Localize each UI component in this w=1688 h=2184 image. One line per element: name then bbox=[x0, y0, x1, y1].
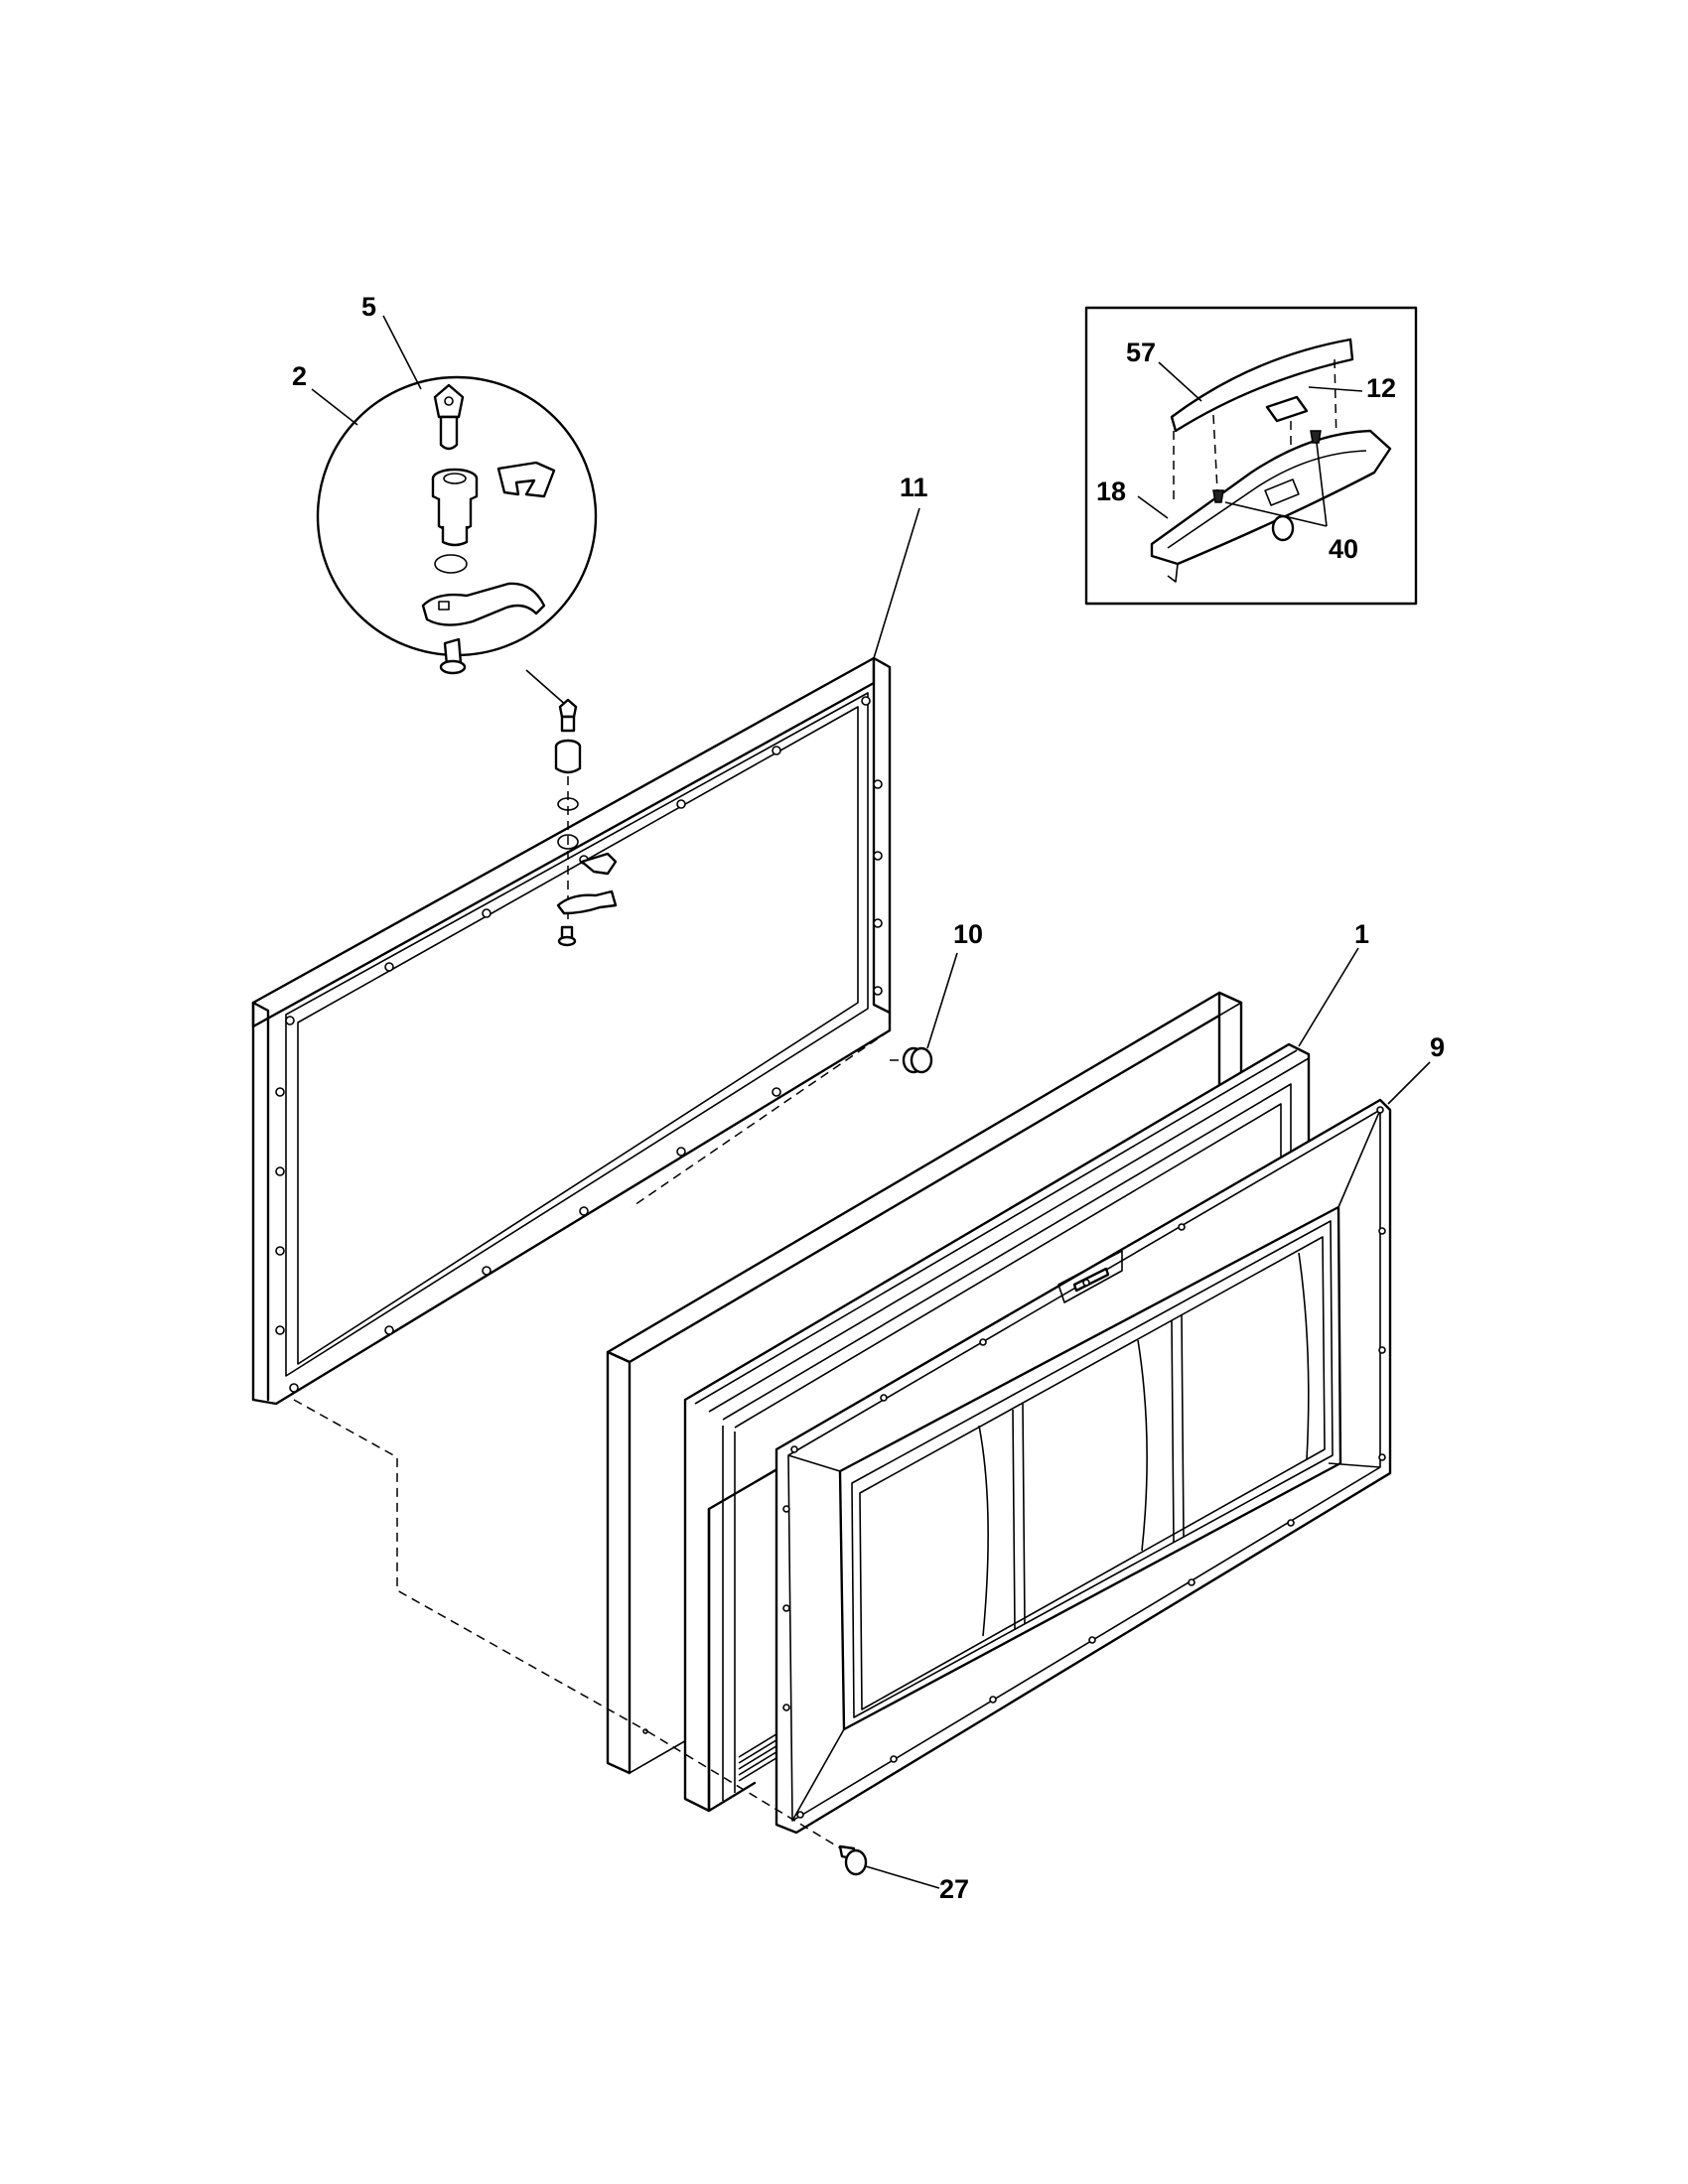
callout-5: 5 bbox=[361, 292, 376, 322]
alignment-line-screw bbox=[646, 1730, 845, 1851]
callout-9: 9 bbox=[1430, 1032, 1445, 1062]
alignment-line-gasket bbox=[631, 1029, 891, 1208]
handle-trim-part bbox=[1170, 338, 1354, 433]
callout-1: 1 bbox=[1354, 919, 1369, 949]
callout-11: 11 bbox=[900, 473, 928, 502]
key-part bbox=[433, 383, 465, 451]
screw-part bbox=[439, 637, 467, 675]
lock-cam-part bbox=[421, 582, 546, 626]
leader-5 bbox=[382, 315, 422, 390]
door-gasket-part bbox=[251, 656, 892, 1406]
callout-10: 10 bbox=[953, 919, 983, 949]
gasket-holes bbox=[275, 696, 883, 1393]
plug-part bbox=[890, 952, 958, 1074]
washer-part bbox=[434, 554, 468, 574]
callout-27: 27 bbox=[939, 1874, 969, 1904]
callout-18: 18 bbox=[1096, 477, 1126, 506]
leader-11 bbox=[873, 507, 920, 659]
handle-label-part bbox=[1265, 395, 1309, 423]
callout-40: 40 bbox=[1329, 534, 1358, 564]
handle-screw-left bbox=[1212, 489, 1224, 503]
callout-57: 57 bbox=[1126, 338, 1156, 367]
callout-12: 12 bbox=[1366, 373, 1396, 403]
lock-assembly-exploded bbox=[554, 698, 618, 947]
door-insulation-panel bbox=[606, 991, 1243, 1775]
lock-cylinder-part bbox=[431, 468, 479, 547]
door-panel-holes bbox=[782, 1106, 1386, 1819]
lock-detail-circle bbox=[316, 375, 598, 708]
alignment-line-frame bbox=[293, 1399, 648, 1732]
door-screw-part bbox=[838, 1844, 940, 1889]
handle-screw-right bbox=[1310, 430, 1322, 444]
leader-2 bbox=[311, 388, 358, 426]
handle-body-part bbox=[1150, 429, 1392, 583]
retainer-clip-part bbox=[496, 461, 556, 498]
handle-inset-box bbox=[1084, 306, 1418, 606]
callout-2: 2 bbox=[292, 361, 307, 391]
outer-door-panel-part bbox=[774, 1061, 1431, 1835]
